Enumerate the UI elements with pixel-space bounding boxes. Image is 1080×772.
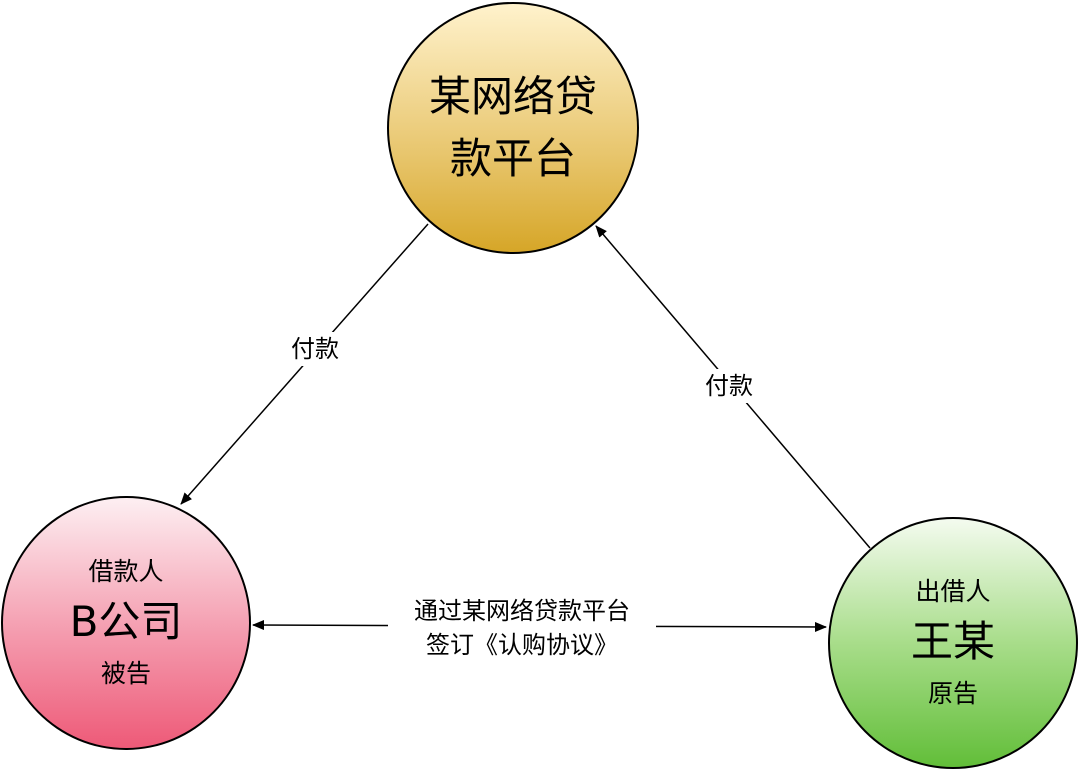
wang-name: 王某 (910, 617, 995, 666)
platform-title: 某网络贷款平台 (428, 72, 597, 183)
node-wang: 出借人 王某 原告 (828, 517, 1078, 769)
node-company: 借款人 B公司 被告 (1, 496, 251, 750)
agreement-line-1: 通过某网络贷款平台 (414, 597, 630, 625)
wang-status: 原告 (927, 679, 978, 708)
edge-label-platform-to-company: 付款 (287, 332, 343, 366)
agreement-line-2: 签订《认购协议》 (426, 631, 618, 659)
edge-label-wang-to-platform: 付款 (701, 369, 757, 403)
company-status: 被告 (100, 659, 151, 688)
company-name: B公司 (69, 597, 183, 646)
edge-label-agreement: 通过某网络贷款平台 签订《认购协议》 (388, 594, 656, 662)
company-role: 借款人 (88, 557, 164, 586)
node-platform: 某网络贷款平台 (387, 2, 639, 254)
wang-role: 出借人 (915, 577, 991, 606)
